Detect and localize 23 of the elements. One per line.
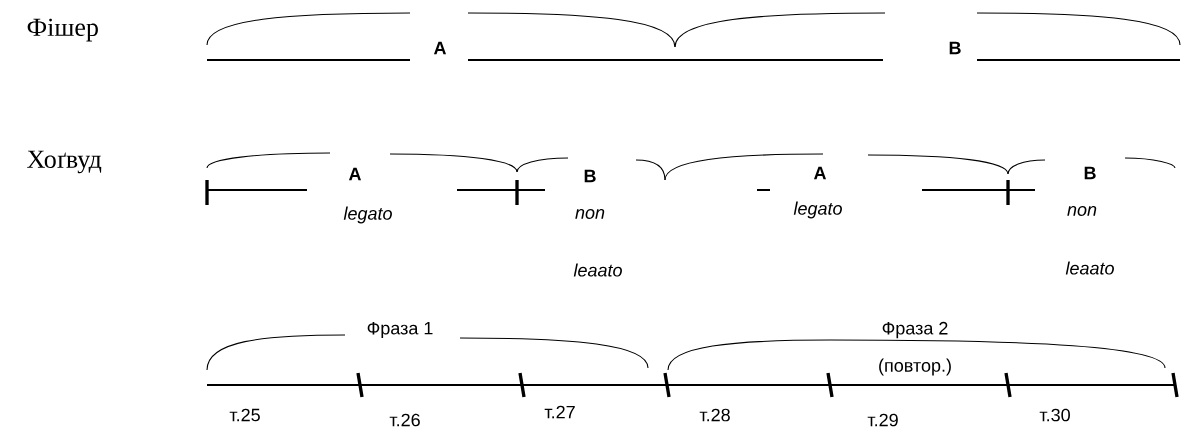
articulation-text: leaato xyxy=(573,263,622,277)
section-letter: A xyxy=(348,167,362,181)
bar-number: т.29 xyxy=(867,413,898,427)
phrase-label: Фраза 1 xyxy=(367,321,433,339)
bar-number: т.25 xyxy=(229,408,260,422)
row-title: Хоґвуд xyxy=(27,150,102,174)
section-letter: B xyxy=(1084,166,1096,180)
articulation-text: non xyxy=(575,209,605,219)
phrase-label: Фраза 2 xyxy=(882,321,948,339)
bar-number: т.27 xyxy=(544,405,575,419)
articulation-text: non xyxy=(1067,206,1097,216)
articulation-text: leaato xyxy=(1065,261,1114,275)
row-title: Фішер xyxy=(27,18,98,42)
articulation-text: legato xyxy=(793,201,842,219)
bar-number: т.30 xyxy=(1039,408,1070,422)
section-letter: A xyxy=(433,41,447,55)
section-letter: A xyxy=(813,166,827,180)
section-letter: B xyxy=(584,169,596,183)
articulation-text: legato xyxy=(343,206,392,224)
bar-number: т.28 xyxy=(699,408,730,422)
section-letter: B xyxy=(949,41,961,55)
phrase-label: (повтор.) xyxy=(879,358,951,376)
bar-number: т.26 xyxy=(389,413,420,427)
